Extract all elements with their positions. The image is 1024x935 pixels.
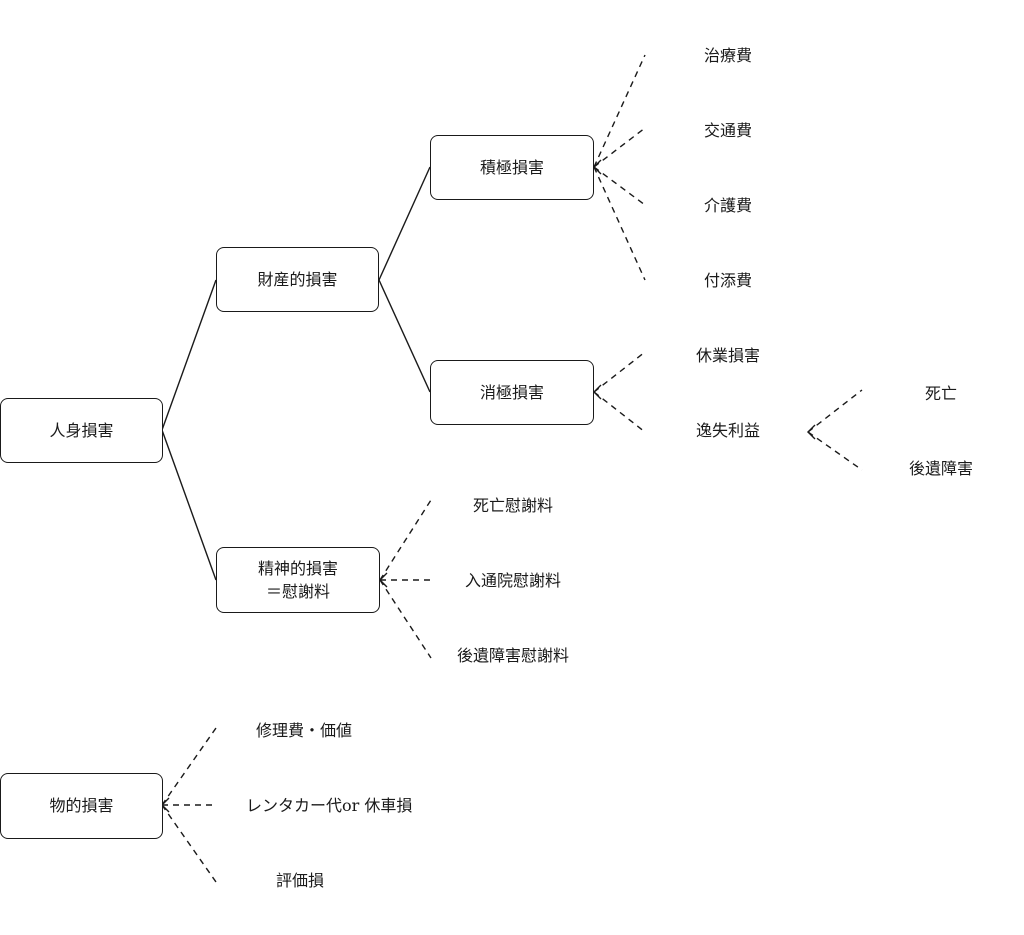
connector-root-mental [161, 429, 217, 581]
mental-damage-label-line1: 精神的損害 [257, 558, 338, 578]
dashed-lostprofit-2 [807, 431, 863, 471]
dashed-positive-1 [593, 54, 646, 168]
arrowhead-lostprofit [807, 424, 816, 440]
arrowhead-positive [593, 159, 602, 175]
leaf-aftereffect-consolation: 後遺障害慰謝料 [456, 646, 570, 665]
dashed-propertyloss-3 [161, 804, 217, 883]
dashed-mental-3 [379, 579, 432, 659]
negative-damage-label: 消極損害 [479, 382, 544, 402]
root-property-loss-box: 物的損害 [0, 773, 163, 839]
dashed-positive-3 [593, 166, 646, 206]
leaf-lost-wages: 休業損害 [695, 346, 761, 365]
leaf-death: 死亡 [924, 384, 958, 403]
leaf-aftereffect: 後遺障害 [908, 459, 974, 478]
leaf-lost-profit: 逸失利益 [695, 421, 761, 440]
connector-root-property [161, 279, 217, 431]
leaf-death-consolation: 死亡慰謝料 [472, 496, 554, 515]
positive-damage-box: 積極損害 [430, 135, 594, 200]
mental-damage-box: 精神的損害 ＝慰謝料 [216, 547, 380, 613]
leaf-nursing-cost: 介護費 [703, 196, 753, 215]
negative-damage-box: 消極損害 [430, 360, 594, 425]
root-property-loss-label: 物的損害 [49, 796, 114, 816]
leaf-rental-car: レンタカー代or 休車損 [246, 796, 413, 815]
mental-damage-label-line2: ＝慰謝料 [265, 582, 330, 601]
leaf-depreciation: 評価損 [276, 871, 325, 890]
leaf-treatment-cost: 治療費 [703, 46, 753, 65]
leaf-attendant-cost: 付添費 [703, 271, 753, 290]
leaf-hospitalization-consolation: 入通院慰謝料 [464, 571, 562, 590]
dashed-positive-2 [593, 127, 646, 168]
arrowhead-mental [379, 572, 388, 588]
positive-damage-label: 積極損害 [479, 157, 544, 177]
connector-property-negative [378, 279, 431, 393]
property-damage-box: 財産的損害 [216, 247, 379, 312]
connector-property-positive [378, 166, 431, 281]
leaf-transport-cost: 交通費 [703, 121, 753, 140]
dashed-lostprofit-1 [807, 389, 863, 433]
arrowhead-negative [593, 384, 602, 400]
dashed-negative-1 [593, 351, 646, 393]
dashed-propertyloss-1 [161, 727, 217, 806]
dashed-positive-4 [593, 166, 646, 281]
property-damage-label: 財産的損害 [257, 269, 338, 289]
leaf-repair-value: 修理費・価値 [256, 721, 353, 740]
dashed-mental-1 [379, 499, 432, 581]
dashed-negative-2 [593, 391, 646, 433]
root-personal-injury-label: 人身損害 [49, 420, 114, 440]
root-personal-injury-box: 人身損害 [0, 398, 163, 463]
